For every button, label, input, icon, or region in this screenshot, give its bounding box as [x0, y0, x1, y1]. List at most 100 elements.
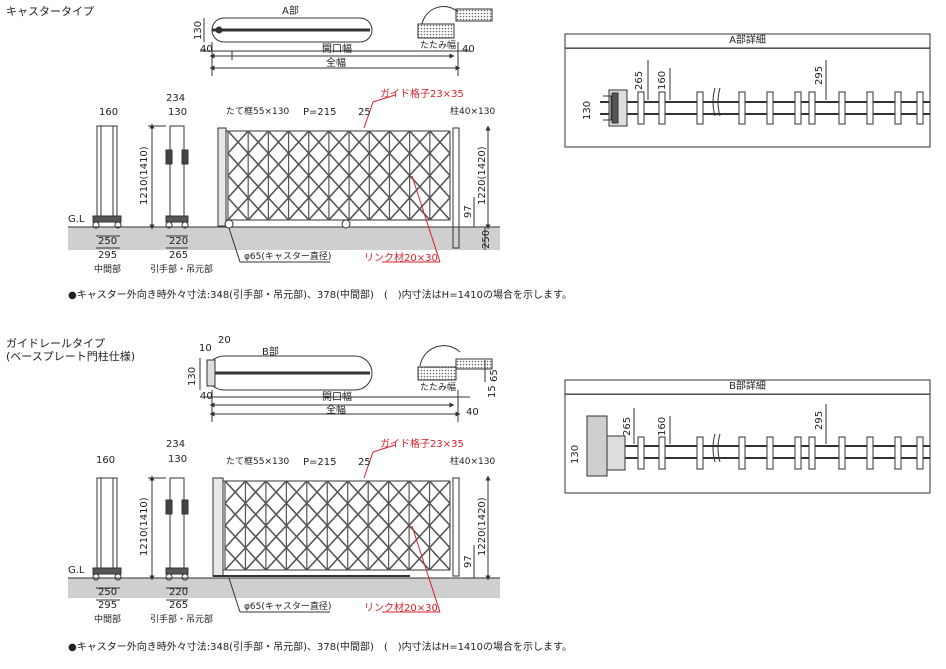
base-middle-b: 250: [98, 587, 118, 598]
lattice-link: [328, 130, 350, 154]
end-width-a: 234: [166, 93, 186, 104]
lattice-link: [247, 174, 269, 199]
lattice-link: [265, 502, 287, 527]
lattice-link: [247, 130, 269, 154]
lattice-bar: [808, 436, 816, 470]
lattice-link: [285, 547, 308, 571]
overall-width-b: 全幅: [326, 405, 346, 416]
detail-b-dim-295: 295: [814, 410, 825, 430]
height-main-b: 1210(1410): [139, 497, 150, 556]
part-a-label: A部: [282, 6, 299, 17]
label-middle-b: 中間部: [94, 615, 122, 625]
lattice-link: [224, 480, 247, 504]
lattice-link: [244, 547, 267, 571]
lattice-link: [267, 197, 290, 221]
lattice-link: [368, 152, 391, 177]
detail-b-bars: [637, 436, 924, 470]
lattice-link: [428, 480, 451, 504]
lattice-bar: [838, 91, 846, 125]
detail-a-box: [564, 33, 931, 148]
height-main-a: 1210(1410): [139, 146, 150, 205]
lattice-bar: [894, 91, 902, 125]
part-b-label: B部: [262, 347, 279, 358]
lattice-link: [306, 524, 328, 549]
lattice-link: [227, 130, 249, 154]
lattice-link: [306, 502, 328, 527]
lattice-link: [347, 547, 369, 571]
lattice-link: [368, 130, 391, 154]
lattice-link: [328, 152, 350, 177]
base-middle-a: 250: [98, 236, 118, 247]
pitch-b: P=215: [303, 457, 337, 468]
link-material-a: リンク材20×30: [364, 253, 438, 264]
lattice-bar: [658, 436, 666, 470]
dim-97-a: 97: [463, 205, 474, 218]
lattice-link: [247, 197, 269, 221]
ground-a: [68, 227, 500, 250]
lattice-link: [265, 480, 287, 504]
lattice-link: [328, 197, 350, 221]
lattice-bar: [658, 91, 666, 125]
lattice-link: [388, 130, 411, 154]
lattice-link: [244, 502, 267, 527]
lattice-link: [348, 197, 370, 221]
label-end-a: 引手部・吊元部: [150, 265, 214, 275]
lattice-link: [224, 502, 247, 527]
plan-b-dim-40-left: 40: [200, 391, 213, 402]
dim-250-a: 250: [481, 229, 492, 249]
lattice-link: [348, 174, 370, 199]
caster-middle-a: 295: [98, 250, 118, 261]
post-label-a: 柱40×130: [450, 107, 496, 117]
detail-b-dim-160: 160: [657, 416, 668, 436]
lattice-link: [429, 174, 451, 199]
plan-a-dim-40-right: 40: [462, 44, 475, 55]
lattice-link: [388, 174, 411, 199]
pitch-num-b: 25: [358, 457, 371, 468]
caster-end-a: 265: [169, 250, 189, 261]
height-right-a: 1220(1420): [477, 146, 488, 205]
detail-b-dim-265: 265: [622, 416, 633, 436]
lattice-link: [326, 480, 349, 504]
base-end-a: 220: [169, 236, 189, 247]
fold-width-b: たたみ幅: [420, 383, 457, 393]
lattice-bar: [916, 436, 924, 470]
plan-b-dim-15: 15: [487, 385, 498, 398]
detail-a-dim-265: 265: [634, 70, 645, 90]
lattice-link: [409, 197, 431, 221]
detail-a-title: A部詳細: [565, 34, 930, 49]
swing-arc-b: [419, 345, 461, 367]
plan-b-dim-10: 10: [199, 343, 212, 354]
lattice-link: [224, 524, 247, 549]
lattice-link: [347, 524, 369, 549]
detail-a-dim-295: 295: [814, 65, 825, 85]
lattice-link: [368, 197, 391, 221]
side-post-width-a: 160: [99, 107, 119, 118]
fold-block-a: [417, 23, 455, 39]
lattice-link: [428, 547, 451, 571]
overall-width-a: 全幅: [326, 58, 346, 69]
lattice-link: [348, 130, 370, 154]
lattice-link: [388, 152, 411, 177]
lattice-bar: [916, 91, 924, 125]
detail-b-title: B部詳細: [565, 380, 930, 395]
lattice-link: [247, 152, 269, 177]
lattice-bar: [794, 436, 802, 470]
elevation-b: [68, 444, 500, 613]
lattice-link: [267, 152, 290, 177]
lattice-link: [326, 502, 349, 527]
lattice-link: [388, 547, 410, 571]
section1-title: キャスタータイプ: [6, 5, 94, 18]
lattice-link: [347, 480, 369, 504]
lattice-link: [306, 480, 328, 504]
lattice-link: [308, 197, 330, 221]
detail-a-dim-160: 160: [657, 70, 668, 90]
lattice-link: [409, 174, 431, 199]
end-inner-a: 130: [168, 107, 188, 118]
lattice-bar: [838, 436, 846, 470]
detail-a-dim-130: 130: [582, 100, 593, 120]
lattice-link: [347, 502, 369, 527]
plan-view-b: [199, 345, 493, 422]
lattice-link: [287, 152, 310, 177]
lattice-link: [428, 502, 451, 527]
